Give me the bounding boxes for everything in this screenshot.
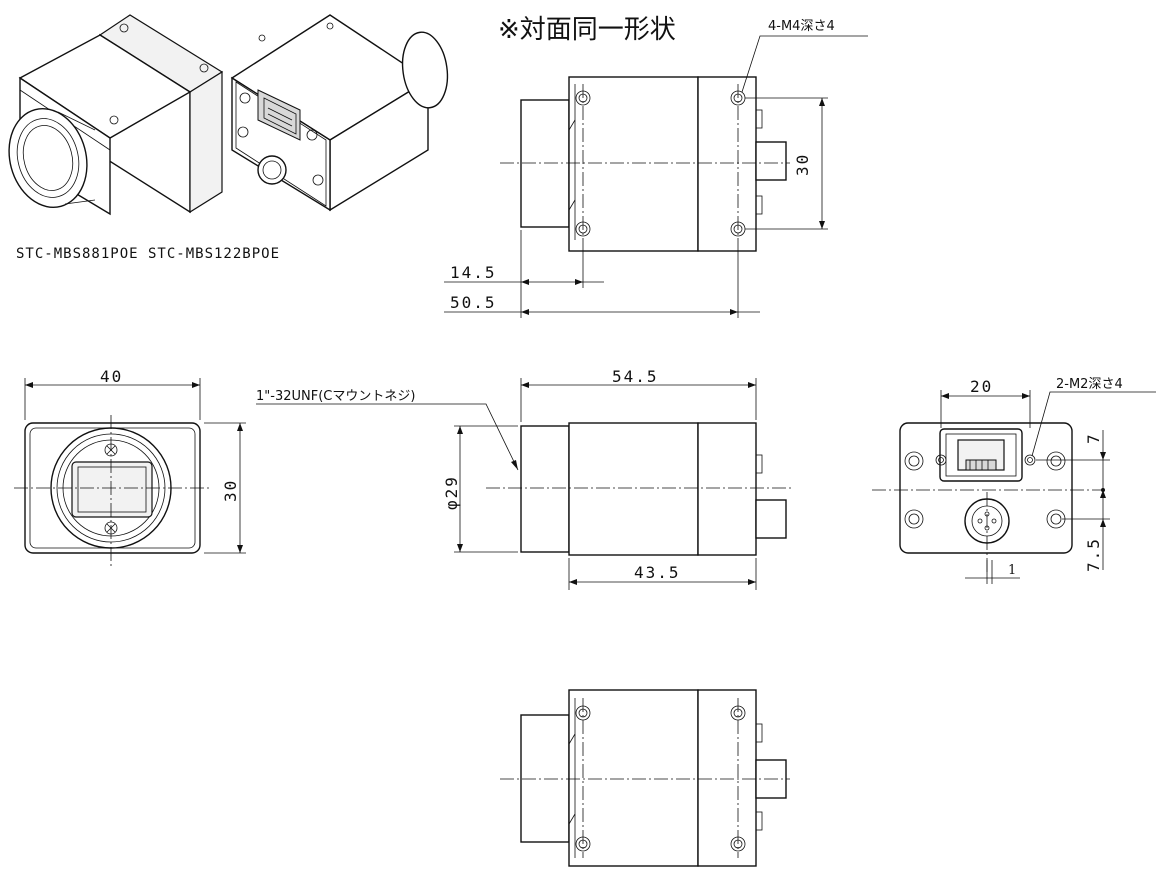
model-names: STC-MBS881POE STC-MBS122BPOE (16, 246, 280, 262)
mount-hole-icon (575, 90, 591, 106)
m2-hole-icon (935, 454, 947, 466)
bottom-view (500, 689, 790, 867)
rear-dim-offset: 1 (1008, 563, 1016, 578)
rear-view: 20 2-M2深さ4 7 7.5 1 (872, 377, 1156, 584)
thread-callout: 1"-32UNF(Cマウントネジ) (256, 389, 415, 404)
top-dim-height: 30 (793, 153, 812, 176)
m2-hole-icon (1024, 454, 1036, 466)
front-view: 40 30 (14, 367, 246, 568)
front-dim-width: 40 (100, 367, 123, 386)
top-view-connector (755, 141, 787, 181)
iso-view-rear (230, 14, 449, 212)
ethernet-port-icon (939, 428, 1023, 482)
mount-hole-icon (575, 836, 591, 852)
side-view: 1"-32UNF(Cマウントネジ) 54.5 φ29 43.5 (256, 367, 794, 590)
top-view-body (568, 76, 699, 252)
rear-dim-bottom: 7.5 (1084, 537, 1103, 572)
top-view-rear-block (697, 76, 757, 252)
top-view-lens (520, 99, 570, 228)
screw-icon (1046, 451, 1066, 471)
symmetry-note: ※対面同一形状 (498, 15, 676, 45)
mount-hole-icon (575, 705, 591, 721)
rear-dim-top: 7 (1084, 432, 1103, 444)
mount-hole-icon (575, 221, 591, 237)
mount-hole-icon (730, 836, 746, 852)
iso-view-front (8, 14, 224, 216)
mount-hole-icon (730, 705, 746, 721)
side-dim-diameter: φ29 (442, 475, 461, 510)
front-dim-height: 30 (221, 479, 240, 502)
rear-hole-callout: 2-M2深さ4 (1056, 377, 1123, 392)
side-dim-body: 43.5 (634, 563, 681, 582)
top-dim-total: 50.5 (450, 293, 497, 312)
screw-icon (904, 509, 924, 529)
side-dim-length: 54.5 (612, 367, 659, 386)
top-dim-front: 14.5 (450, 263, 497, 282)
rear-dim-width: 20 (970, 377, 993, 396)
top-hole-callout: 4-M4深さ4 (768, 19, 835, 34)
screw-icon (904, 451, 924, 471)
top-view: ※対面同一形状 4-M4深さ4 30 (444, 15, 868, 318)
